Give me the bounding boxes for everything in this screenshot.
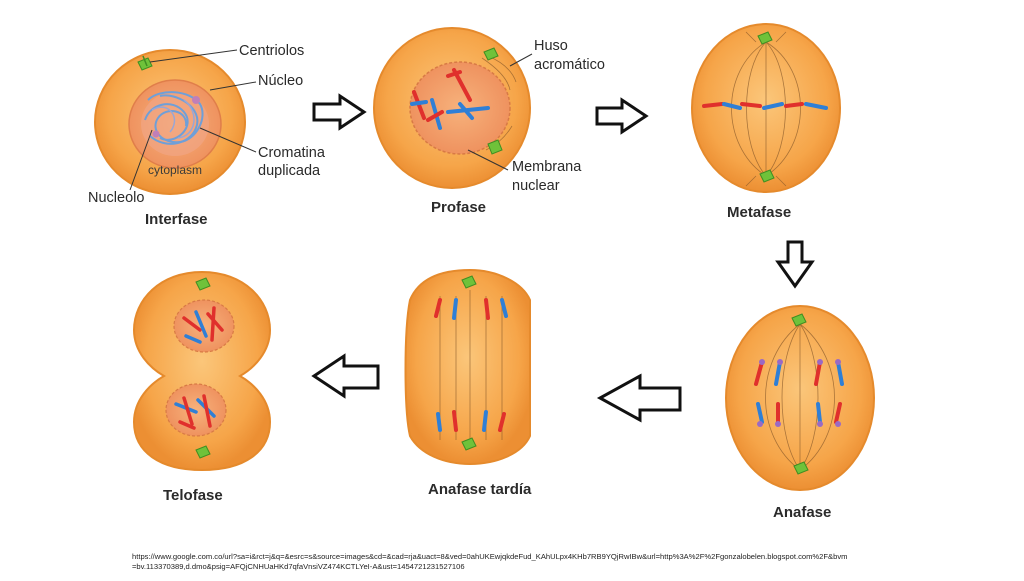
- arrow-right-icon: [595, 97, 649, 135]
- label-nucleo: Núcleo: [258, 73, 304, 89]
- centriole-icon: [137, 55, 153, 71]
- phase-title-anafase: Anafase: [773, 504, 832, 521]
- label-nucleolo: Nucleolo: [88, 190, 145, 206]
- label-cromatina-2: duplicada: [258, 163, 321, 179]
- phase-title-telofase: Telofase: [163, 487, 223, 504]
- label-cromatina-1: Cromatina: [258, 145, 325, 161]
- label-huso-1: Huso: [534, 38, 568, 54]
- label-cytoplasm: cytoplasm: [148, 163, 203, 177]
- arrow-left-icon: [311, 353, 380, 399]
- label-membrana-2: nuclear: [512, 178, 560, 194]
- label-huso-2: acromático: [534, 57, 605, 73]
- phase-title-profase: Profase: [431, 199, 487, 216]
- phase-title-anafase-tardia: Anafase tardía: [428, 481, 532, 498]
- source-url-line-2: =bv.113370389,d.dmo&psig=AFQjCNHUaHKd7qf…: [132, 562, 465, 571]
- anafase-tardia-cell: [404, 268, 531, 466]
- source-url-line-1: https://www.google.com.co/url?sa=i&rct=j…: [132, 552, 848, 561]
- telofase-cell: [132, 270, 272, 472]
- label-membrana-1: Membrana: [512, 159, 582, 175]
- arrow-left-icon: [596, 373, 682, 423]
- phase-title-interfase: Interfase: [145, 211, 208, 228]
- metafase-cell: [691, 23, 841, 193]
- arrow-right-icon: [312, 93, 367, 131]
- anafase-cell: [725, 305, 875, 491]
- phase-title-metafase: Metafase: [727, 204, 792, 221]
- source-url: https://www.google.com.co/url?sa=i&rct=j…: [132, 552, 847, 572]
- interfase-cell: [94, 49, 257, 195]
- label-centriolos: Centriolos: [239, 43, 305, 59]
- arrow-down-icon: [775, 240, 815, 289]
- profase-cell: [373, 27, 533, 189]
